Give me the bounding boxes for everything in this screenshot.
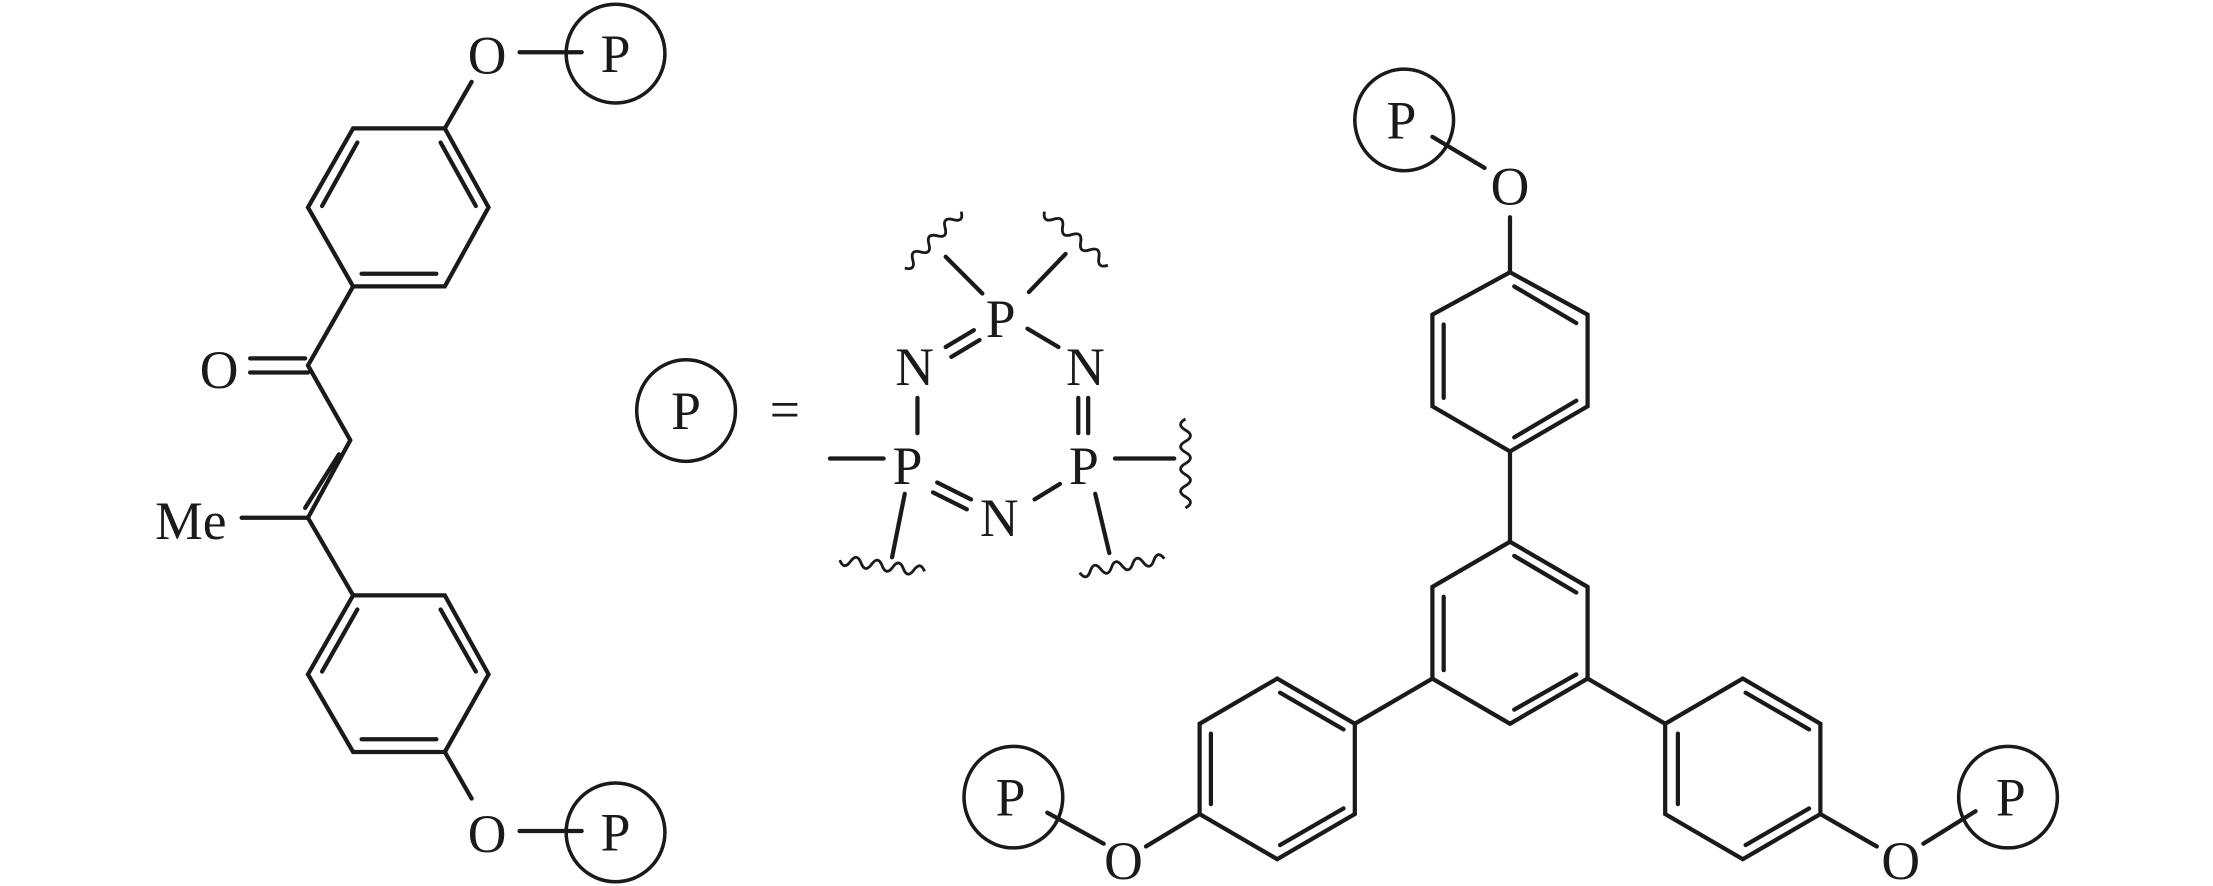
- phosphorus-left-label: P: [893, 436, 923, 496]
- nitrogen-left-label: N: [895, 337, 934, 397]
- right-top-substituent: P O: [1353, 67, 1530, 275]
- right-right-substituent: O P: [1818, 744, 2060, 886]
- oxygen-label: O: [468, 804, 507, 864]
- wavy-bond-icon: [1179, 417, 1192, 510]
- right-right-benzene-ring: [1663, 676, 1823, 862]
- phosphazene-label: P: [996, 767, 1026, 827]
- left-top-benzene-ring: [305, 126, 491, 289]
- wavy-bond-icon: [1042, 211, 1109, 268]
- phosphazene-label: P: [1386, 90, 1416, 150]
- oxygen-label: O: [468, 25, 507, 85]
- right-molecule: P O O: [962, 67, 2060, 886]
- phosphazene-definition: P = P N N P N P: [634, 211, 1192, 579]
- nitrogen-right-label: N: [1066, 337, 1105, 397]
- nitrogen-bottom-label: N: [980, 488, 1019, 548]
- phosphazene-circle: [962, 744, 1065, 850]
- right-top-benzene-ring: [1430, 269, 1590, 544]
- left-top-substituent: O P: [442, 2, 667, 131]
- methyl-label: Me: [155, 491, 226, 551]
- phosphazene-label: P: [601, 24, 631, 84]
- wavy-bond-icon: [904, 211, 964, 271]
- phosphazene-label: P: [671, 381, 701, 441]
- phosphorus-right-label: P: [1069, 436, 1099, 496]
- phosphazene-label: P: [601, 803, 631, 863]
- phosphazene-circle: [634, 357, 738, 464]
- phosphazene-label: P: [1996, 767, 2026, 827]
- phosphazene-circle: [564, 781, 667, 884]
- central-benzene-ring: [1352, 539, 1668, 727]
- phosphazene-circle: [1353, 67, 1456, 173]
- right-left-substituent: O P: [962, 744, 1202, 886]
- carbonyl-oxygen-label: O: [200, 340, 239, 400]
- oxygen-label: O: [1881, 831, 1920, 886]
- left-bottom-substituent: O P: [442, 749, 667, 884]
- left-molecule: O P O Me: [155, 2, 667, 884]
- cyclotriphosphazene-ring: P N N P N P: [827, 211, 1192, 579]
- wavy-bond-icon: [838, 555, 926, 576]
- enone-bridge: O Me: [155, 284, 356, 598]
- phosphorus-top-label: P: [986, 289, 1016, 349]
- phosphazene-circle: [564, 2, 667, 105]
- wavy-bond-icon: [1078, 553, 1166, 579]
- oxygen-label: O: [1104, 831, 1143, 886]
- equals-sign: =: [770, 379, 800, 439]
- phosphazene-circle: [1956, 744, 2060, 850]
- right-left-benzene-ring: [1197, 676, 1357, 862]
- left-bottom-benzene-ring: [305, 593, 491, 755]
- oxygen-label: O: [1491, 157, 1530, 217]
